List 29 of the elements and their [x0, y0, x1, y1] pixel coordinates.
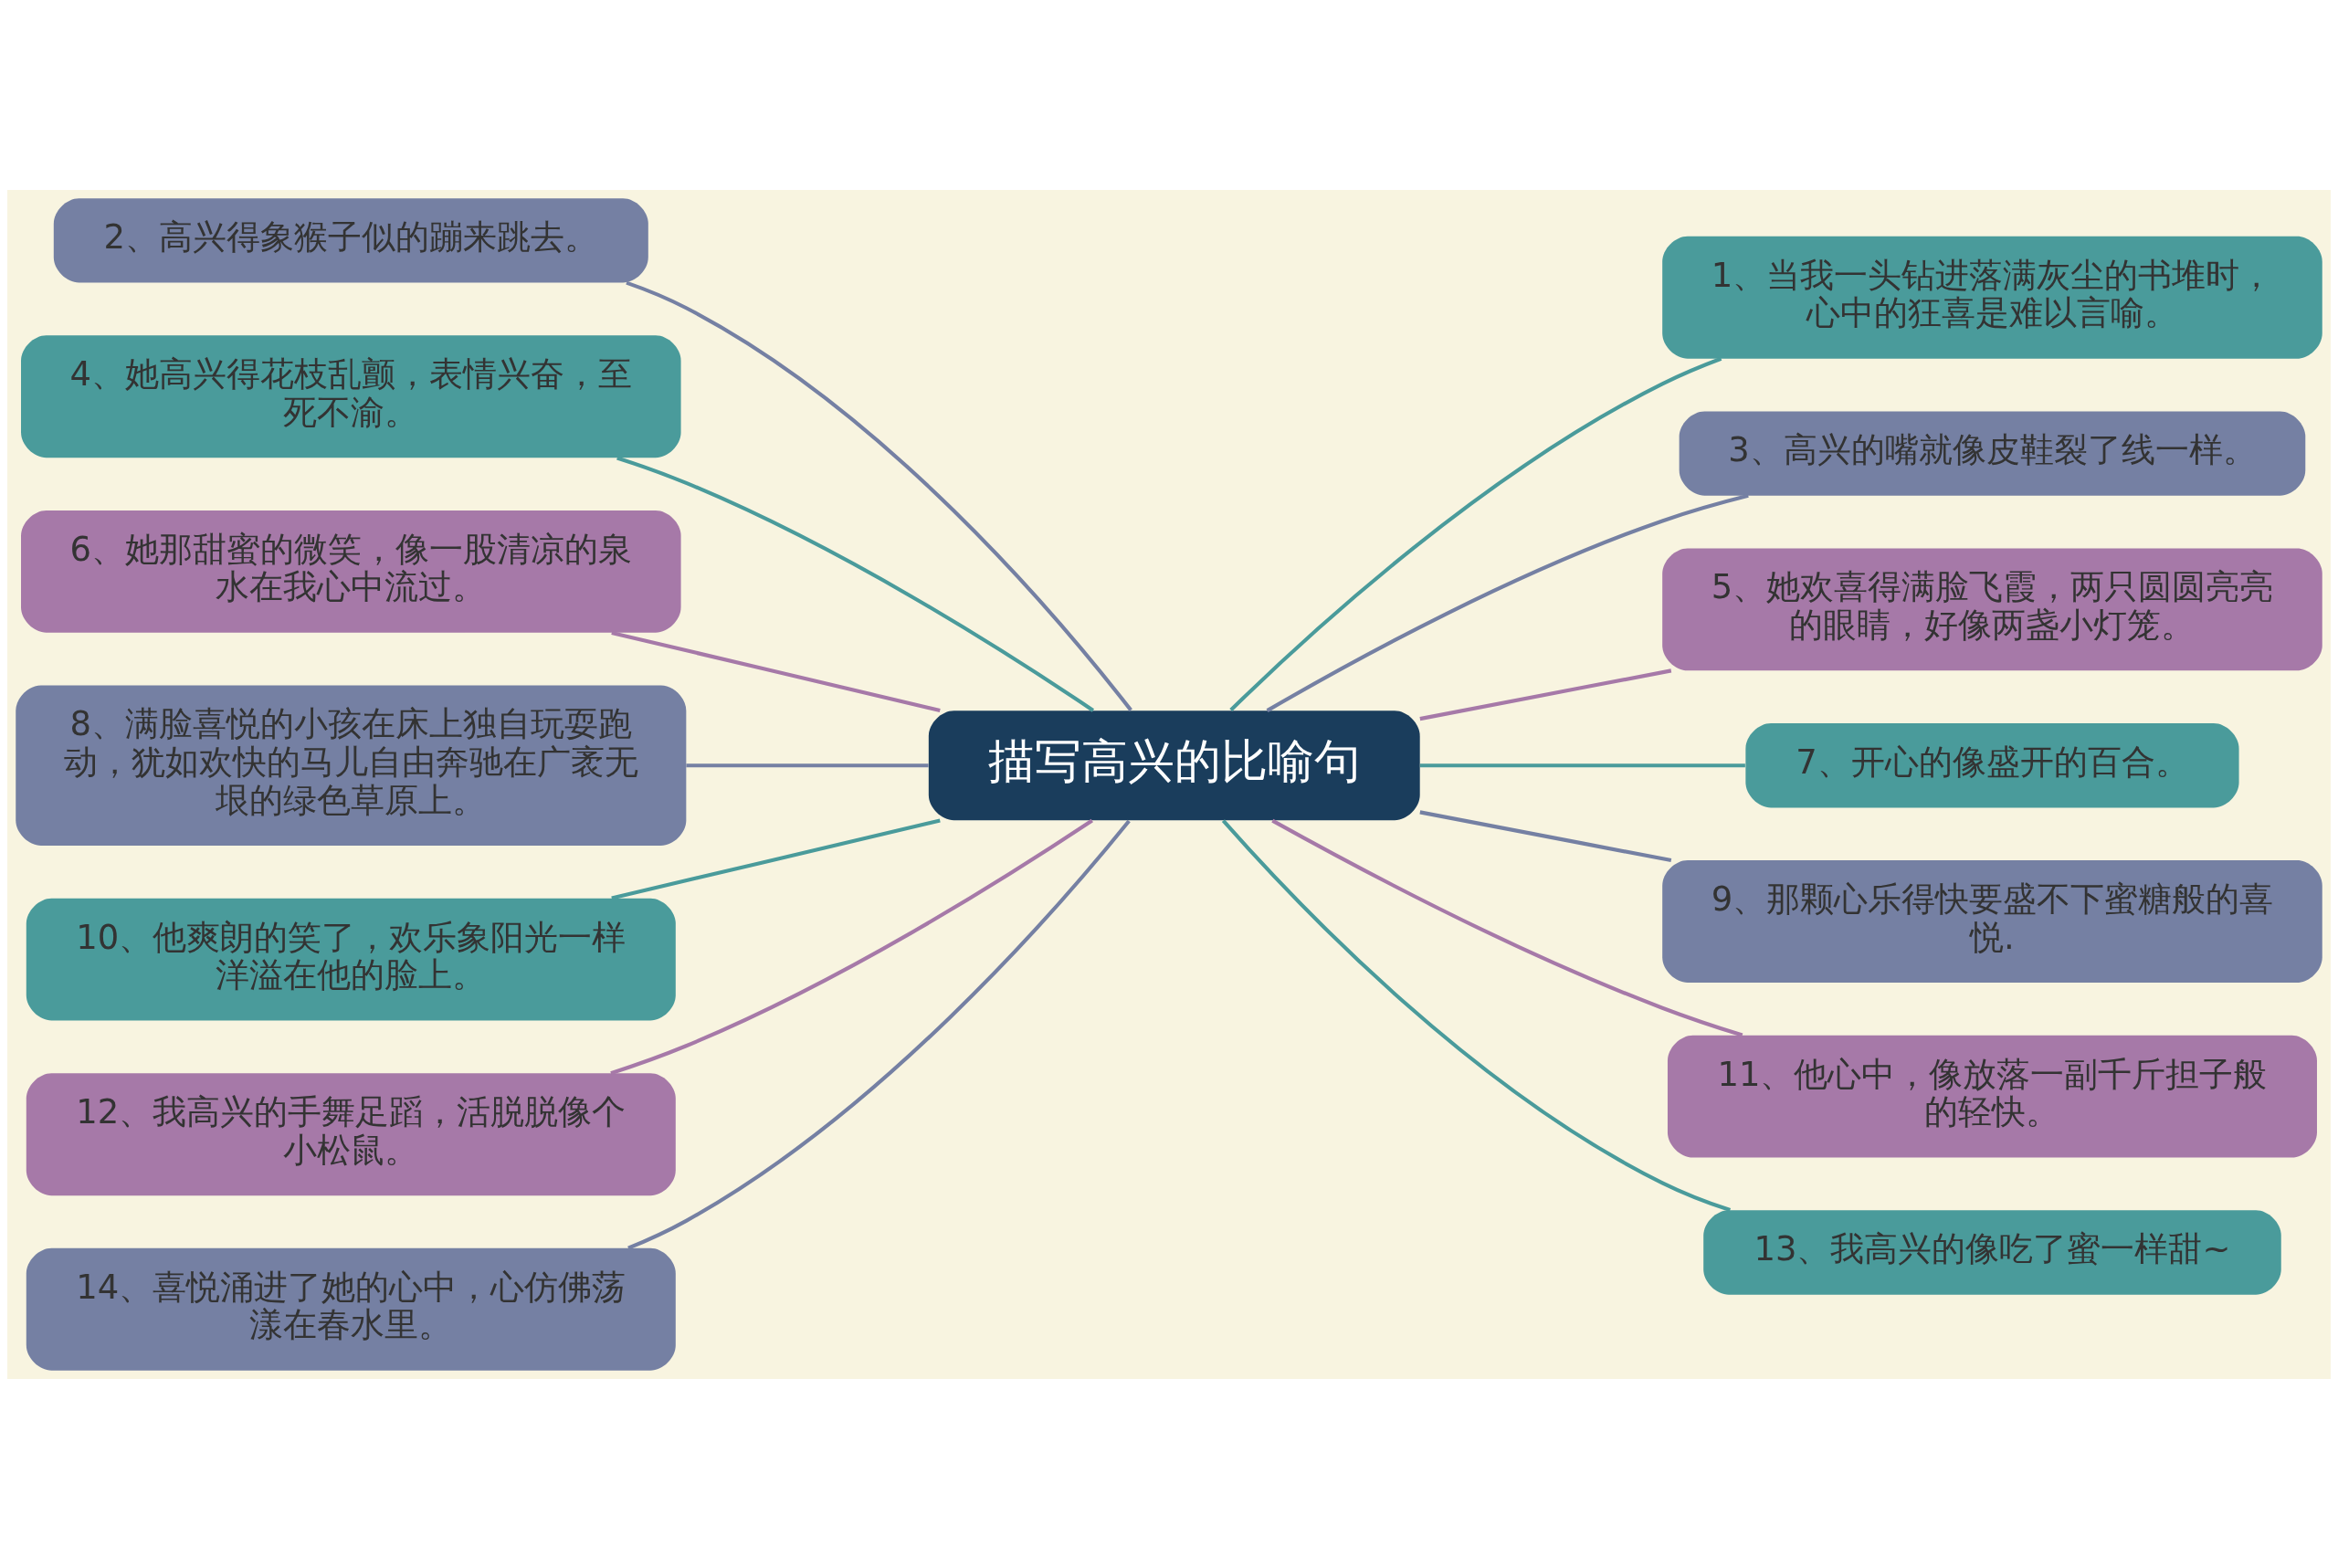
connector — [610, 818, 1093, 1075]
node-box: 6、她那甜蜜的微笑，像一股清凉的泉水在我心中流过。 — [21, 510, 681, 633]
connector — [1419, 668, 1672, 721]
node-box: 12、我高兴的手舞足蹈，活脱脱像个小松鼠。 — [26, 1072, 676, 1195]
connector — [1419, 763, 1745, 767]
connector — [611, 817, 941, 900]
node-box: 3、高兴的嘴就像皮鞋裂了线一样。 — [1679, 410, 2306, 496]
connector — [1271, 818, 1743, 1037]
connector — [1221, 818, 1732, 1212]
node-box: 描写高兴的比喻句 — [928, 710, 1420, 820]
node-box: 1、当我一头钻进落满灰尘的书堆时，心中的狂喜是难以言喻。 — [1662, 236, 2322, 359]
node-box: 13、我高兴的像吃了蜜一样甜~ — [1703, 1209, 2281, 1295]
node-box: 14、喜悦涌进了她的心中，心仿佛荡漾在春水里。 — [26, 1247, 676, 1371]
node-box: 5、她欢喜得满脸飞霞，两只圆圆亮亮的眼睛，好像两盏小灯笼。 — [1662, 547, 2322, 670]
node-box: 9、那颗心乐得快要盛不下蜜糖般的喜悦. — [1662, 859, 2322, 983]
node-box: 2、高兴得象猴子似的蹦来跳去。 — [53, 197, 648, 283]
node-box: 7、开心的像盛开的百合。 — [1745, 722, 2239, 807]
connector — [1419, 809, 1672, 862]
connector — [627, 819, 1131, 1250]
connector — [1229, 356, 1722, 711]
connector — [1266, 493, 1749, 712]
node-box: 4、她高兴得花枝乱颤，表情兴奋，至死不渝。 — [21, 334, 681, 458]
connector — [611, 630, 941, 712]
node-box: 10、他爽朗的笑了，欢乐象阳光一样洋溢在他的脸上。 — [26, 898, 676, 1021]
node-box: 8、满脸喜悦的小孩在床上独自玩耍跑动，犹如欢快的马儿自由奔驰在广袤无垠的绿色草原上。 — [16, 685, 687, 846]
connector — [616, 455, 1095, 712]
connector — [626, 280, 1132, 711]
connector — [686, 763, 929, 767]
node-box: 11、他心中，像放落一副千斤担子般的轻快。 — [1667, 1035, 2317, 1158]
